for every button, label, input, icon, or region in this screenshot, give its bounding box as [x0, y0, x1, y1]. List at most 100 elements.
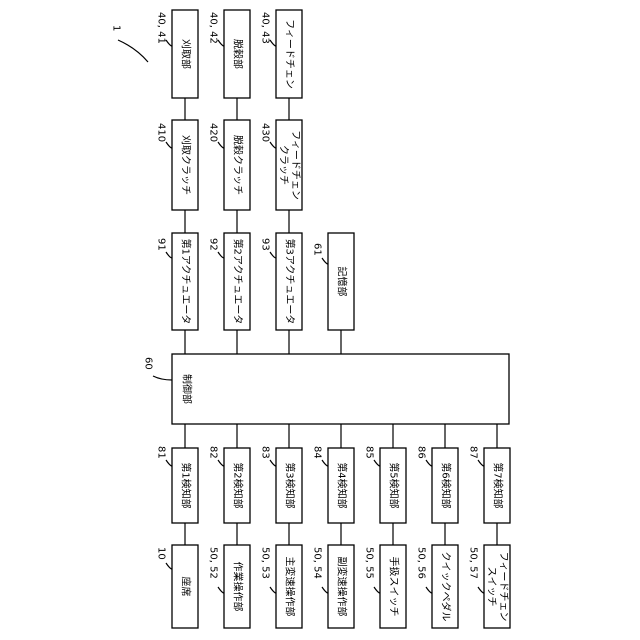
- input-ref-4-leader: [322, 587, 328, 593]
- detector-ref-5: 85: [364, 446, 375, 459]
- input-ref-1-leader: [166, 563, 172, 569]
- detector-ref-3: 83: [260, 446, 271, 459]
- output-block-1-label: 刈取部: [180, 39, 193, 69]
- storage-block-label: 記憶部: [336, 267, 349, 297]
- detector-block-7-label: 第7検知部: [492, 462, 505, 508]
- clutch-ref-2: 420: [208, 123, 219, 142]
- actuator-block-1-label: 第1アクチュエータ: [180, 239, 193, 325]
- actuator-block-2: 第2アクチュエータ: [224, 233, 250, 330]
- detector-block-7: 第7検知部: [484, 448, 510, 523]
- detector-block-4-label: 第4検知部: [336, 462, 349, 508]
- detector-ref-7: 87: [468, 446, 479, 459]
- actuator-ref-2-leader: [218, 252, 224, 258]
- output-ref-3: 40, 43: [260, 12, 271, 44]
- detector-block-6-label: 第6検知部: [440, 462, 453, 508]
- figure-ref: 1: [111, 25, 122, 31]
- clutch-ref-3: 430: [260, 123, 271, 142]
- storage-ref-leader: [322, 258, 328, 264]
- actuator-ref-3-leader: [270, 252, 276, 258]
- actuator-ref-2: 92: [208, 238, 219, 251]
- detector-ref-5-leader: [374, 460, 380, 466]
- clutch-block-3-label: クラッチ: [278, 145, 290, 185]
- detector-block-3-label: 第3検知部: [284, 462, 297, 508]
- clutch-block-3: フィードチェンクラッチ: [276, 120, 302, 210]
- detector-block-6: 第6検知部: [432, 448, 458, 523]
- input-block-7-label: スイッチ: [486, 567, 498, 607]
- input-block-5-label: 手扱スイッチ: [388, 557, 401, 617]
- input-block-2: 作業操作部: [224, 545, 250, 628]
- output-block-3: フィードチェン: [276, 10, 302, 98]
- controller-block: 制御部: [172, 354, 509, 424]
- input-ref-6-leader: [426, 587, 432, 593]
- clutch-block-3-label: フィードチェン: [290, 130, 302, 200]
- output-block-3-label: フィードチェン: [284, 19, 296, 89]
- detector-block-2: 第2検知部: [224, 448, 250, 523]
- figure-ref-leader: [118, 40, 148, 62]
- input-block-6: クイックペダル: [432, 545, 458, 628]
- input-block-6-label: クイックペダル: [440, 552, 453, 622]
- input-block-2-label: 作業操作部: [232, 562, 245, 612]
- actuator-ref-1-leader: [166, 252, 172, 258]
- clutch-block-2-label: 脱穀クラッチ: [232, 135, 245, 195]
- controller-label: 制御部: [181, 374, 194, 404]
- clutch-ref-1: 410: [156, 123, 167, 142]
- controller-box: [172, 354, 509, 424]
- storage-ref: 61: [312, 243, 323, 256]
- input-ref-5: 50, 55: [364, 547, 375, 579]
- detector-ref-4-leader: [322, 460, 328, 466]
- input-block-3-label: 主変速操作部: [284, 557, 297, 617]
- detector-ref-4: 84: [312, 446, 323, 459]
- clutch-ref-1-leader: [166, 142, 172, 148]
- input-ref-4: 50, 54: [312, 547, 323, 579]
- output-ref-2: 40, 42: [208, 12, 219, 44]
- detector-ref-1: 81: [156, 446, 167, 459]
- detector-ref-7-leader: [478, 460, 484, 466]
- clutch-ref-3-leader: [270, 142, 276, 148]
- detector-block-4: 第4検知部: [328, 448, 354, 523]
- detector-block-5: 第5検知部: [380, 448, 406, 523]
- output-ref-1: 40, 41: [156, 12, 167, 44]
- clutch-block-1-label: 刈取クラッチ: [180, 135, 193, 195]
- input-ref-7-leader: [478, 587, 484, 593]
- output-block-1: 刈取部: [172, 10, 198, 98]
- input-block-4-label: 副変速操作部: [336, 557, 349, 617]
- input-block-3: 主変速操作部: [276, 545, 302, 628]
- actuator-ref-1: 91: [156, 238, 167, 251]
- input-block-1: 座席: [172, 545, 198, 628]
- output-block-2: 脱穀部: [224, 10, 250, 98]
- detector-ref-3-leader: [270, 460, 276, 466]
- detector-ref-6: 86: [416, 446, 427, 459]
- output-block-2-label: 脱穀部: [232, 39, 245, 69]
- input-block-7-label: フィードチェン: [498, 552, 510, 622]
- input-block-4: 副変速操作部: [328, 545, 354, 628]
- input-ref-2: 50, 52: [208, 547, 219, 579]
- detector-block-1-label: 第1検知部: [180, 462, 193, 508]
- input-ref-6: 50, 56: [416, 547, 427, 579]
- detector-block-1: 第1検知部: [172, 448, 198, 523]
- input-ref-2-leader: [218, 587, 224, 593]
- input-block-5: 手扱スイッチ: [380, 545, 406, 628]
- controller-ref: 60: [143, 357, 154, 370]
- input-ref-7: 50, 57: [468, 547, 479, 579]
- clutch-block-1: 刈取クラッチ: [172, 120, 198, 210]
- storage-block: 記憶部: [328, 233, 354, 330]
- clutch-block-2: 脱穀クラッチ: [224, 120, 250, 210]
- input-block-1-label: 座席: [180, 577, 193, 597]
- input-block-7: フィードチェンスイッチ: [484, 545, 510, 628]
- detector-ref-6-leader: [426, 460, 432, 466]
- actuator-ref-3: 93: [260, 238, 271, 251]
- controller-ref-leader: [153, 376, 172, 380]
- input-ref-1: 10: [156, 547, 167, 560]
- detector-ref-2: 82: [208, 446, 219, 459]
- detector-block-3: 第3検知部: [276, 448, 302, 523]
- input-ref-5-leader: [374, 587, 380, 593]
- actuator-block-3: 第3アクチュエータ: [276, 233, 302, 330]
- actuator-block-1: 第1アクチュエータ: [172, 233, 198, 330]
- input-ref-3: 50, 53: [260, 547, 271, 579]
- detector-ref-1-leader: [166, 460, 172, 466]
- detector-ref-2-leader: [218, 460, 224, 466]
- detector-block-2-label: 第2検知部: [232, 462, 245, 508]
- actuator-block-3-label: 第3アクチュエータ: [284, 239, 297, 325]
- detector-block-5-label: 第5検知部: [388, 462, 401, 508]
